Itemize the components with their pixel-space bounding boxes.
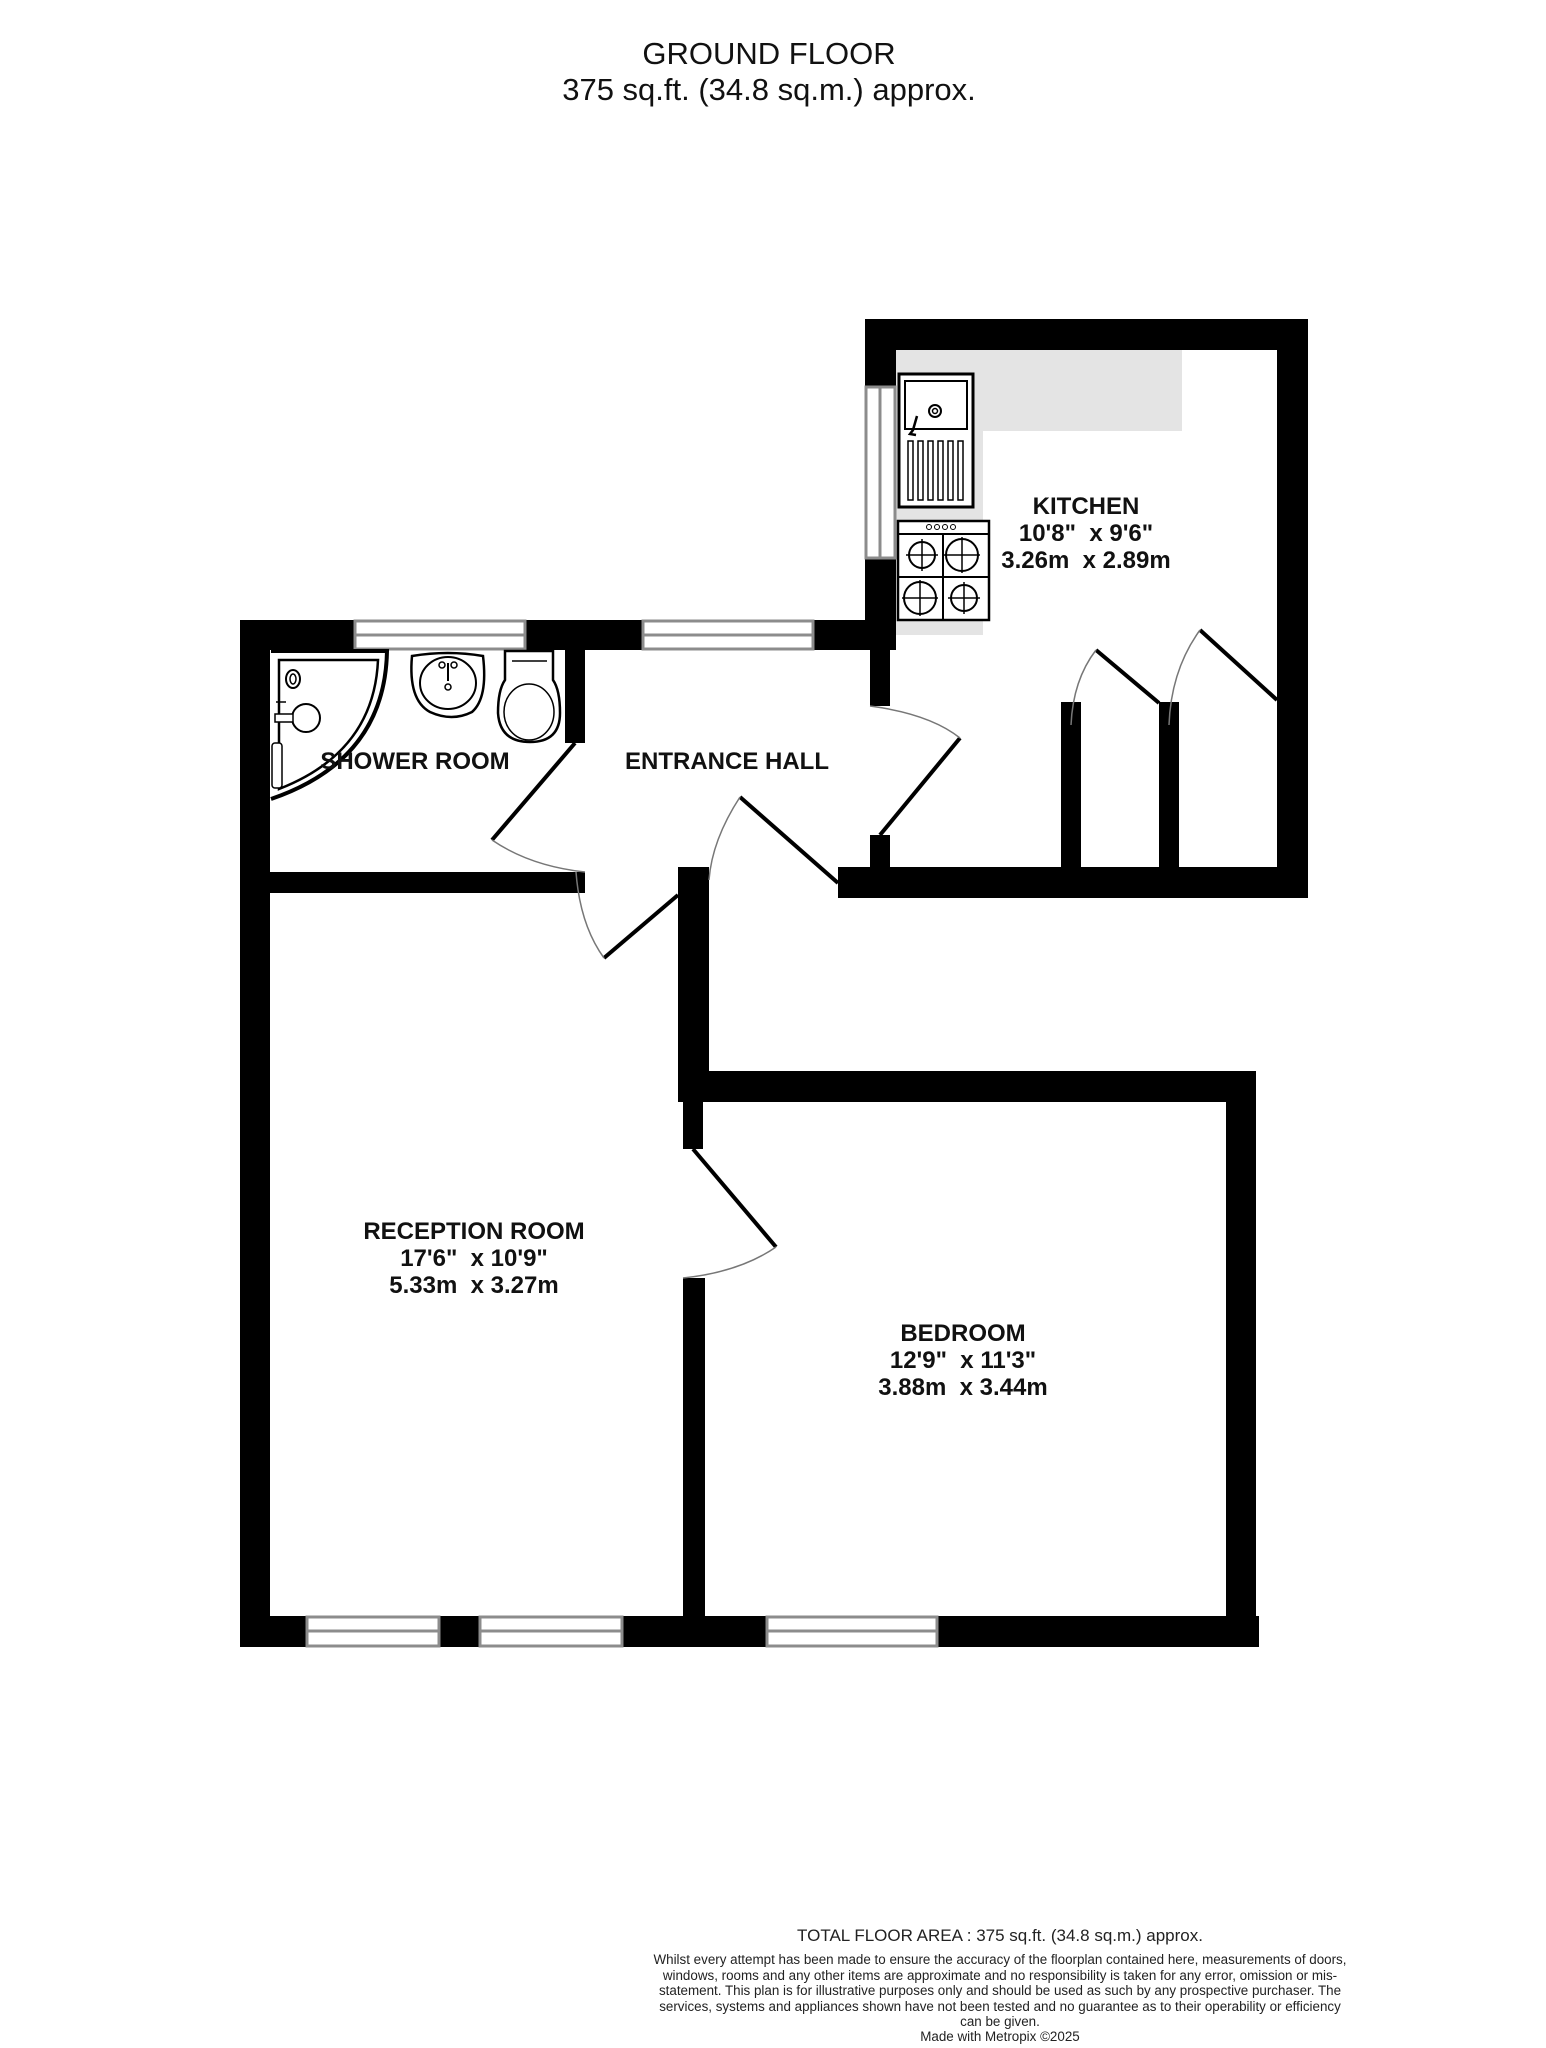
total-floor-area: TOTAL FLOOR AREA : 375 sq.ft. (34.8 sq.m… [797,1926,1203,1945]
room-label-reception-room: RECEPTION ROOM 17'6" x 10'9" 5.33m x 3.2… [363,1218,584,1299]
door-cupboard-2[interactable] [1168,628,1279,726]
window-reception-1 [305,1615,441,1648]
sink-icon [897,372,975,509]
door-bedroom[interactable] [682,1147,778,1279]
door-shower-room[interactable] [490,741,586,873]
floor-area: 375 sq.ft. (34.8 sq.m.) approx. [562,72,976,107]
room-dimensions-imperial: 17'6" x 10'9" [400,1245,548,1272]
room-dimensions-metric: 3.26m x 2.89m [1001,547,1170,574]
window-reception-2 [478,1615,624,1648]
room-label-entrance-hall: ENTRANCE HALL [625,748,829,775]
door-hall-front[interactable] [708,795,840,885]
room-dimensions-metric: 3.88m x 3.44m [878,1374,1047,1401]
walls [240,319,1308,1647]
door-reception[interactable] [575,871,680,960]
disclaimer: Whilst every attempt has been made to en… [653,1952,1347,2029]
room-dimensions-imperial: 10'8" x 9'6" [1019,520,1153,547]
window-bedroom [765,1615,939,1648]
washbasin-icon [410,651,486,719]
door-cupboard-1[interactable] [1070,648,1161,726]
room-name: KITCHEN [1033,493,1140,520]
room-name: SHOWER ROOM [320,748,509,775]
floor-title: GROUND FLOOR [642,36,896,71]
room-dimensions-imperial: 12'9" x 11'3" [890,1347,1036,1374]
hob-icon [896,519,991,622]
room-label-shower-room: SHOWER ROOM [320,748,509,775]
window-kitchen [864,385,897,560]
room-label-kitchen: KITCHEN 10'8" x 9'6" 3.26m x 2.89m [1001,493,1170,574]
door-kitchen[interactable] [869,705,962,837]
doors [490,628,1279,1279]
window-hall [641,619,815,651]
toilet-icon [496,649,562,744]
room-name: RECEPTION ROOM [363,1218,584,1245]
room-name: ENTRANCE HALL [625,748,829,775]
windows [305,385,939,1648]
shower-tray-icon [270,649,390,801]
credit: Made with Metropix ©2025 [920,2029,1080,2044]
room-dimensions-metric: 5.33m x 3.27m [389,1272,558,1299]
room-name: BEDROOM [900,1320,1025,1347]
room-label-bedroom: BEDROOM 12'9" x 11'3" 3.88m x 3.44m [878,1320,1047,1401]
window-shower [353,619,527,651]
